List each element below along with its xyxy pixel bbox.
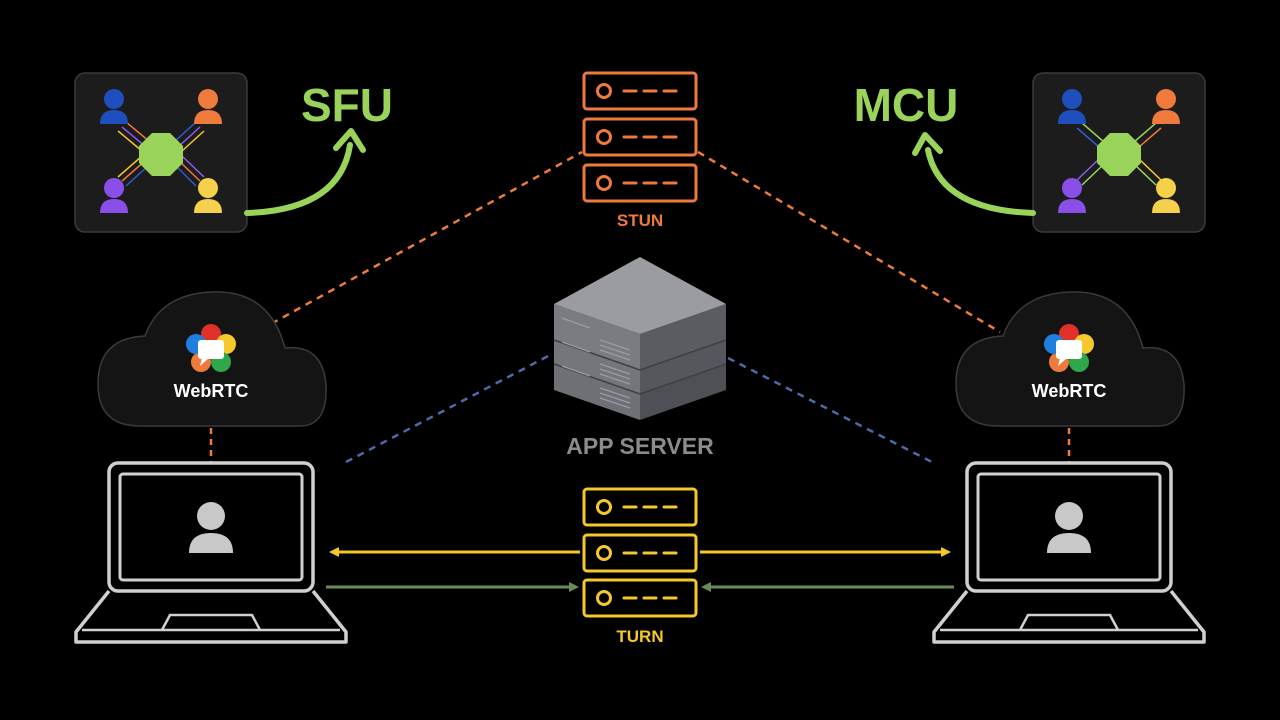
sfu-topology-icon [74,72,248,233]
user-icon [194,178,222,213]
user-icon [1152,178,1180,213]
cloud-left [97,291,327,427]
stun-link-left [259,150,583,332]
stun-server-icon [582,71,698,203]
user-icon [1152,89,1180,124]
user-icon [194,89,222,124]
signal-link-right [727,356,933,464]
sfu-arrow [244,142,353,216]
webrtc-logo-icon [186,324,236,372]
mcu-label: MCU [853,79,959,131]
app-server-label: APP SERVER [566,433,714,459]
laptop-right [932,461,1206,644]
app-server-icon [553,257,727,420]
signal-link-left [345,352,553,464]
stun-label: STUN [616,211,664,230]
user-icon [1047,502,1091,553]
mcu-topology-icon [1032,72,1206,233]
user-icon [1058,89,1086,124]
user-icon [100,178,128,213]
webrtc-logo-icon [1044,324,1094,372]
user-icon [100,89,128,124]
cloud-right [955,291,1185,427]
sfu-arrow-head [333,128,366,153]
sfu-label: SFU [301,79,393,131]
mcu-arrow [925,147,1036,216]
webrtc-label-right: WebRTC [1031,381,1107,401]
webrtc-label-left: WebRTC [173,381,249,401]
turn-server-icon [582,487,698,618]
stun-link-right [697,150,1001,334]
turn-label: TURN [616,627,664,646]
user-icon [1058,178,1086,213]
mcu-arrow-head [912,132,943,156]
laptop-left [74,461,348,644]
user-icon [189,502,233,553]
